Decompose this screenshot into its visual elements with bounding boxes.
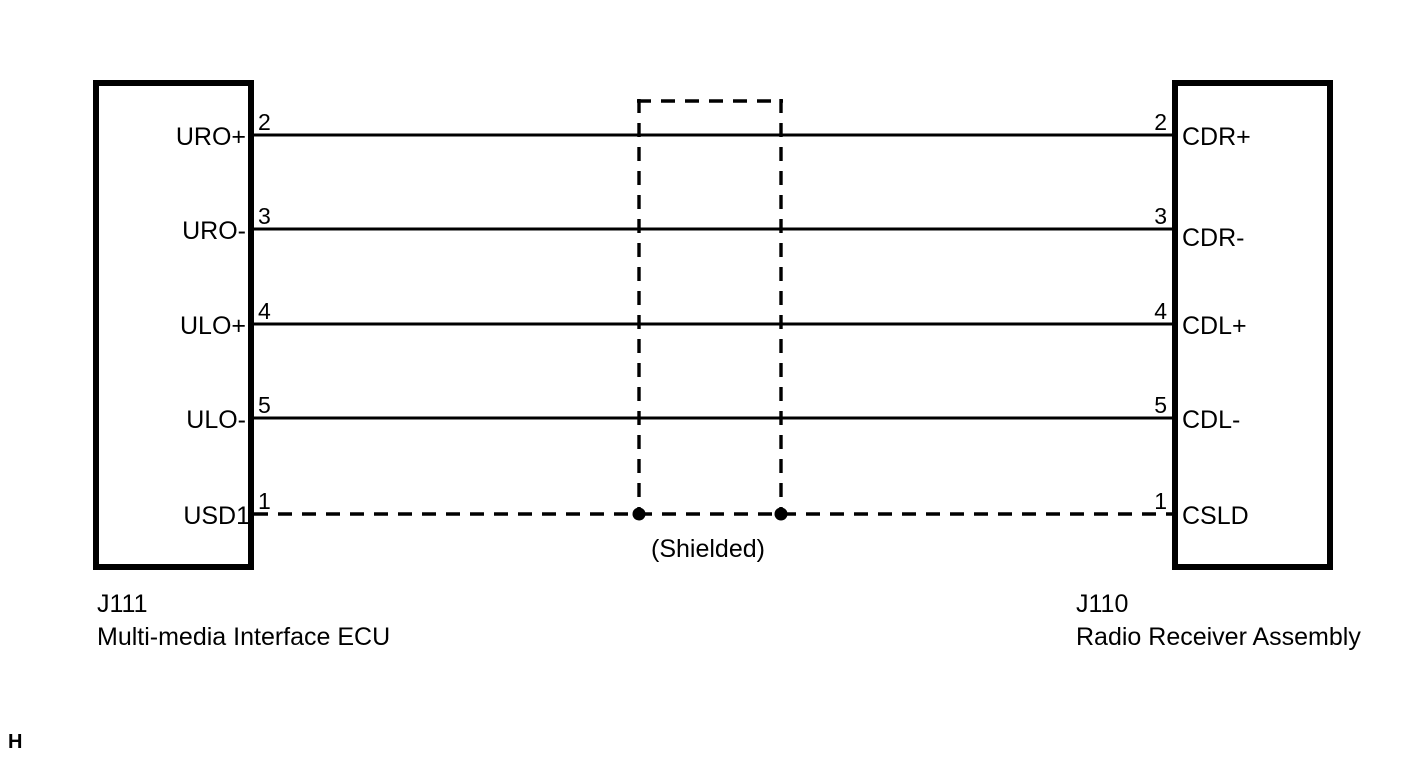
shield-junction-dot-right bbox=[774, 507, 788, 521]
right-pin-label-csld: CSLD bbox=[1182, 502, 1249, 530]
shield-enclosure bbox=[632, 99, 788, 521]
left-pin-number-1: 1 bbox=[258, 488, 271, 514]
left-pin-label-uro-plus: URO+ bbox=[176, 123, 246, 151]
right-pin-number-1: 1 bbox=[1154, 488, 1167, 514]
left-pin-label-usd1: USD1 bbox=[183, 502, 250, 530]
right-pin-labels: CDR+ CDR- CDL+ CDL- CSLD bbox=[1182, 123, 1251, 530]
right-pin-label-cdl-plus: CDL+ bbox=[1182, 312, 1247, 340]
right-pin-numbers: 2 3 4 5 1 bbox=[1154, 109, 1167, 514]
right-connector-caption: J110 Radio Receiver Assembly bbox=[1076, 590, 1361, 651]
right-pin-number-4: 4 bbox=[1154, 298, 1167, 324]
right-pin-label-cdr-minus: CDR- bbox=[1182, 224, 1245, 252]
shield-caption-label: (Shielded) bbox=[651, 535, 765, 563]
right-connector-name: Radio Receiver Assembly bbox=[1076, 623, 1361, 651]
right-connector-id: J110 bbox=[1076, 590, 1128, 618]
left-pin-numbers: 2 3 4 5 1 bbox=[258, 109, 271, 514]
right-connector-box[interactable] bbox=[1172, 80, 1333, 570]
right-pin-number-2: 2 bbox=[1154, 109, 1167, 135]
left-pin-number-4: 4 bbox=[258, 298, 271, 324]
left-pin-number-3: 3 bbox=[258, 203, 271, 229]
right-pin-number-5: 5 bbox=[1154, 392, 1167, 418]
left-pin-label-ulo-plus: ULO+ bbox=[180, 312, 246, 340]
left-pin-label-ulo-minus: ULO- bbox=[186, 406, 246, 434]
left-connector-name: Multi-media Interface ECU bbox=[97, 623, 390, 651]
left-connector-caption: J111 Multi-media Interface ECU bbox=[97, 590, 390, 651]
left-connector-id: J111 bbox=[97, 590, 148, 618]
right-pin-label-cdl-minus: CDL- bbox=[1182, 406, 1240, 434]
left-pin-number-2: 2 bbox=[258, 109, 271, 135]
right-pin-number-3: 3 bbox=[1154, 203, 1167, 229]
wire-group bbox=[254, 133, 1172, 516]
left-pin-labels: URO+ URO- ULO+ ULO- USD1 bbox=[176, 123, 250, 530]
shield-junction-dot-left bbox=[632, 507, 646, 521]
left-pin-label-uro-minus: URO- bbox=[182, 217, 246, 245]
page-section-marker: H bbox=[8, 731, 22, 753]
left-connector-box[interactable] bbox=[93, 80, 254, 570]
right-pin-label-cdr-plus: CDR+ bbox=[1182, 123, 1251, 151]
left-pin-number-5: 5 bbox=[258, 392, 271, 418]
